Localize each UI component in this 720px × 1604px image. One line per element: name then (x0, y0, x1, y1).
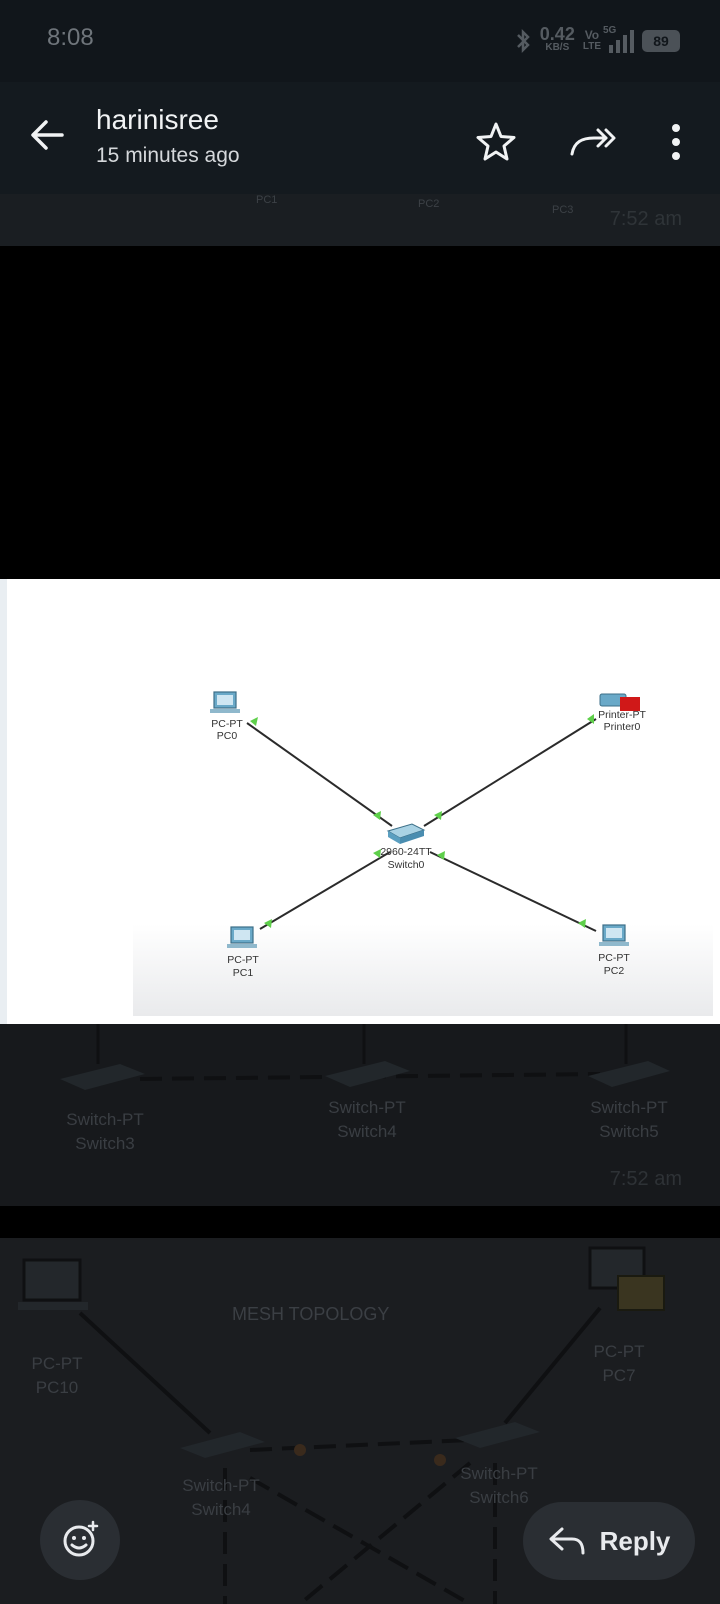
pc1-type-label: PC-PT (227, 954, 259, 966)
add-reaction-button[interactable] (40, 1500, 120, 1580)
star-outline-icon[interactable] (472, 118, 520, 166)
printer0-type-label: Printer-PT (598, 709, 646, 721)
port-light (250, 717, 258, 726)
link-switch0-pc2 (429, 851, 597, 932)
bg-label-pc2: PC2 (418, 198, 440, 210)
arrow-left-icon[interactable] (22, 110, 72, 160)
bg-switch4-mesh-label: Switch-PT Switch4 (182, 1476, 260, 1519)
volte-top: Vo (584, 28, 600, 42)
bg-switch-icon (60, 1064, 145, 1090)
net-speed: 0.42 KB/S (539, 24, 575, 54)
port-light (587, 714, 594, 724)
bg-switch6-label: Switch-PT Switch6 (460, 1464, 538, 1507)
pc2-name-label: PC2 (604, 965, 625, 977)
workspace-shade (133, 924, 713, 1016)
port-light (373, 849, 381, 858)
sent-time: 15 minutes ago (96, 144, 240, 167)
previous-message-strip (0, 194, 720, 246)
bg-pc-icon (22, 1258, 82, 1302)
star-topology-diagram: PC-PT PC0 Printer-PT Printer0 2960-24TT … (133, 691, 713, 1016)
sender-name: harinisree (96, 104, 219, 135)
bg-switch4-label: Switch-PT Switch4 (328, 1098, 406, 1141)
bluetooth-icon (516, 28, 530, 54)
bg-label-pc3: PC3 (552, 204, 574, 216)
pc0-name-label: PC0 (217, 730, 238, 742)
switch0-type-label: 2960-24TT (380, 846, 432, 858)
bg-label-pc1: PC1 (256, 194, 278, 206)
bg-switch3-label: Switch-PT Switch3 (66, 1110, 144, 1153)
port-light (434, 811, 442, 820)
switch0-name-label: Switch0 (388, 859, 425, 871)
bg-switch5-label: Switch-PT Switch5 (590, 1098, 668, 1141)
bg-switch-icon (325, 1061, 410, 1087)
port-light (578, 919, 586, 928)
image-edge (0, 579, 7, 1024)
net-speed-unit: KB/S (545, 42, 570, 53)
forward-arrow-icon[interactable] (566, 118, 618, 166)
printer0-name-label: Printer0 (604, 721, 641, 733)
next-message-strip (0, 1024, 720, 1206)
viewer-background (0, 246, 720, 579)
bg-pc7-label: PC-PT PC7 (593, 1342, 645, 1385)
link-pc0-switch0 (246, 722, 393, 827)
port-light (437, 851, 445, 860)
switch0-node: 2960-24TT Switch0 (380, 823, 432, 871)
signal-icon: 5G (603, 25, 634, 53)
bg-switch-icon (180, 1432, 265, 1458)
net-speed-value: 0.42 (539, 24, 575, 44)
bg-switch-icon (455, 1422, 540, 1448)
printer0-node: Printer-PT Printer0 (598, 693, 647, 733)
pc1-node: PC-PT PC1 (227, 926, 259, 979)
message-timestamp: 7:52 am (609, 1168, 682, 1190)
pc2-type-label: PC-PT (598, 952, 630, 964)
volte-bottom: LTE (582, 41, 601, 52)
reply-button[interactable]: Reply (523, 1502, 695, 1580)
pc2-node: PC-PT PC2 (598, 924, 630, 977)
message-timestamp: 7:52 am (609, 208, 682, 230)
link-switch0-pc1 (259, 851, 391, 930)
bg-mesh-diagram (18, 1246, 665, 1604)
reply-arrow-icon (549, 1527, 585, 1555)
port-light (373, 811, 381, 820)
link-printer0-switch0 (423, 718, 597, 827)
reply-label: Reply (599, 1525, 671, 1556)
viewer-background (0, 1206, 720, 1238)
add-reaction-icon (63, 1520, 99, 1557)
battery-icon: 89 (642, 30, 680, 52)
bg-mesh-title: MESH TOPOLOGY (232, 1304, 390, 1324)
status-time: 8:08 (47, 24, 94, 51)
status-bar (0, 0, 720, 82)
pc0-type-label: PC-PT (211, 718, 243, 730)
more-vert-icon[interactable] (660, 118, 692, 166)
bg-switch-diagram (60, 1024, 670, 1090)
volte-indicator: Vo LTE (583, 29, 601, 53)
pc0-node: PC-PT PC0 (210, 691, 243, 742)
bg-switch-icon (588, 1061, 670, 1087)
port-light (264, 919, 272, 928)
bg-pc10-label: PC-PT PC10 (31, 1354, 83, 1397)
bg-envelope-icon (617, 1275, 665, 1311)
pc1-name-label: PC1 (233, 967, 254, 979)
status-icons: 0.42 KB/S Vo LTE 5G 89 (514, 24, 680, 56)
network-type: 5G (603, 25, 617, 36)
